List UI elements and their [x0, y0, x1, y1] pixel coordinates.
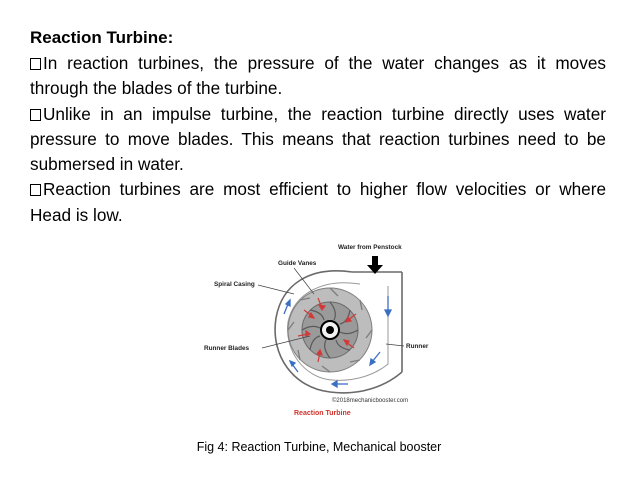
runner-hub [326, 326, 334, 334]
casing-flow-arrows [283, 296, 393, 389]
label-diagram-title: Reaction Turbine [294, 410, 351, 417]
checkbox-square-icon [30, 58, 41, 70]
bullet-item: Reaction turbines are most efficient to … [30, 179, 606, 225]
slide-title: Reaction Turbine: [30, 28, 174, 47]
label-runner-blades: Runner Blades [204, 345, 250, 352]
spiral-casing-outline [274, 270, 403, 394]
checkbox-square-icon [30, 108, 41, 121]
spiral-casing-inner [287, 282, 389, 381]
label-runner: Runner [406, 343, 429, 350]
label-water-from-penstock: Water from Penstock [338, 244, 402, 251]
label-copyright: ©2018mechanicbooster.com [332, 397, 408, 404]
bullet-item: In reaction turbines, the pressure of th… [30, 53, 606, 99]
arrow-down-icon [367, 256, 383, 274]
reaction-turbine-diagram: Water from Penstock Guide Vanes Spiral C… [190, 232, 450, 422]
inner-flow-arrows [297, 297, 357, 363]
penstock-inlet [352, 271, 403, 372]
figure-caption: Fig 4: Reaction Turbine, Mechanical boos… [196, 440, 442, 454]
runner-blades [301, 301, 359, 359]
label-spiral-casing: Spiral Casing [214, 281, 255, 288]
checkbox-square-icon [30, 184, 41, 197]
bullet-item: Unlike in an impulse turbine, the reacti… [30, 103, 606, 175]
leader-lines [257, 267, 405, 349]
label-guide-vanes: Guide Vanes [278, 260, 317, 267]
bullet-list: In reaction turbines, the pressure of th… [30, 51, 606, 228]
guide-vanes [287, 287, 373, 373]
turbine-illustration: Water from Penstock Guide Vanes Spiral C… [204, 244, 429, 417]
